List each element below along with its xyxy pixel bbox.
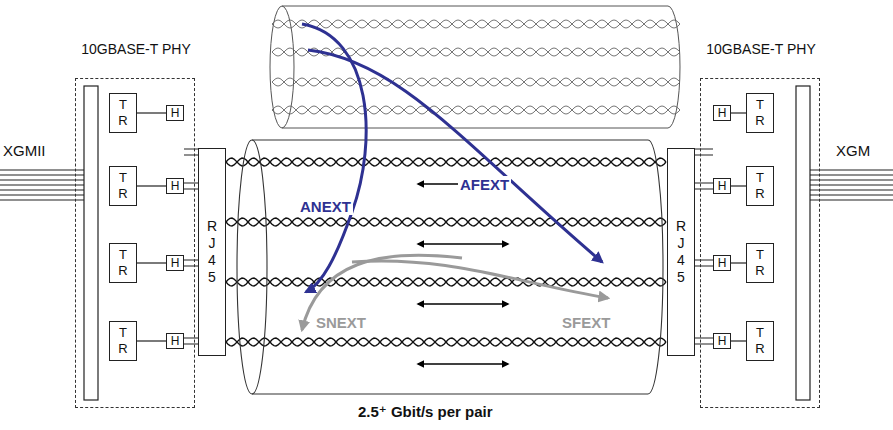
xgmii-bus <box>810 170 893 200</box>
hybrid-box: H <box>713 255 731 271</box>
wire <box>731 262 746 263</box>
link-cable-end <box>237 140 267 394</box>
wire <box>137 262 166 263</box>
box-label: H <box>718 180 727 192</box>
phy-heading: 10GBASE-T PHY <box>701 41 821 57</box>
box-label: H <box>171 257 180 269</box>
transceiver-box: T R <box>109 166 137 206</box>
wire <box>137 340 166 341</box>
box-label: H <box>718 257 727 269</box>
wire <box>695 338 713 344</box>
wire <box>695 183 713 189</box>
box-label: T R <box>754 170 766 202</box>
crosstalk-label: ANEXT <box>298 198 353 215</box>
box-label: T R <box>754 97 766 129</box>
transceiver-box: T R <box>746 93 774 133</box>
rj45-connector: R J 4 5 <box>667 148 695 356</box>
box-label: T R <box>754 247 766 279</box>
hybrid-box: H <box>713 178 731 194</box>
wire <box>184 338 198 344</box>
transceiver-box: T R <box>746 321 774 361</box>
box-label: H <box>718 335 727 347</box>
transceiver-box: T R <box>746 166 774 206</box>
crosstalk-label: AFEXT <box>458 176 511 193</box>
phy-heading: 10GBASE-T PHY <box>76 41 196 57</box>
wire <box>695 260 713 266</box>
box-label: R J 4 5 <box>205 218 219 286</box>
hybrid-box: H <box>713 333 731 349</box>
bus-label: XGMII <box>3 142 46 159</box>
phy-block: 10GBASE-T PHYHHHHT RT RT RT R <box>700 78 820 408</box>
box-label: H <box>718 107 727 119</box>
hybrid-box: H <box>166 178 184 194</box>
transceiver-box: T R <box>109 321 137 361</box>
box-label: T R <box>117 325 129 357</box>
wire <box>184 149 198 155</box>
interface-block <box>84 86 98 400</box>
link-cable <box>252 140 663 394</box>
box-label: H <box>171 335 180 347</box>
twisted-pairs <box>226 158 666 346</box>
box-label: R J 4 5 <box>674 218 688 286</box>
twisted-pairs <box>272 20 680 114</box>
wire <box>731 340 746 341</box>
rj45-connector: R J 4 5 <box>198 148 226 356</box>
box-label: T R <box>117 247 129 279</box>
box-label: T R <box>754 325 766 357</box>
alien-cable-end <box>270 6 294 128</box>
box-label: H <box>171 180 180 192</box>
crosstalk-label: SNEXT <box>314 314 368 331</box>
phy-block: 10GBASE-T PHYT RT RT RT RHHHH <box>75 78 195 408</box>
box-label: T R <box>117 97 129 129</box>
wire <box>731 112 746 113</box>
interface-block <box>796 86 810 400</box>
hybrid-box: H <box>166 105 184 121</box>
snext-arrow <box>302 255 462 330</box>
box-label: T R <box>117 170 129 202</box>
transceiver-box: T R <box>109 93 137 133</box>
bus-label: XGM <box>836 142 870 159</box>
wire <box>137 112 166 113</box>
afext-arrow <box>308 50 602 262</box>
wire <box>137 185 166 186</box>
sfext-arrow <box>352 261 608 298</box>
wire <box>184 260 198 266</box>
wire <box>695 149 713 155</box>
transceiver-box: T R <box>109 243 137 283</box>
wire <box>184 183 198 189</box>
box-label: H <box>171 107 180 119</box>
crosstalk-label: SFEXT <box>560 314 612 331</box>
xgmii-bus <box>0 170 84 200</box>
hybrid-box: H <box>713 105 731 121</box>
rate-caption: 2.5⁺ Gbit/s per pair <box>358 403 493 421</box>
wire <box>731 185 746 186</box>
hybrid-box: H <box>166 255 184 271</box>
hybrid-box: H <box>166 333 184 349</box>
transceiver-box: T R <box>746 243 774 283</box>
